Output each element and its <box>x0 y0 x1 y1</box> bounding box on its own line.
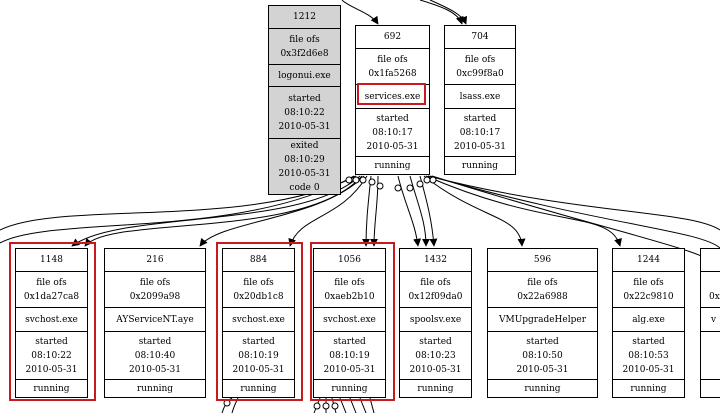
edge-692-to-596 <box>423 175 526 247</box>
edge-692-right-out-a <box>427 175 720 231</box>
edge-692-to-1056-a <box>362 175 372 247</box>
edge-tail-circle <box>416 180 424 188</box>
edge-tail-circle <box>394 184 402 192</box>
image-name-cell: lsass.exe <box>445 84 515 108</box>
image-name-cell: svchost.exe <box>314 307 385 331</box>
edge-1056-down-f <box>359 397 367 413</box>
edge-tail-circle <box>376 182 384 190</box>
edge-into-692 <box>341 0 379 25</box>
edge-692-to-1432-a <box>397 175 422 247</box>
status-cell: running <box>314 379 385 397</box>
edge-tail-circle <box>331 402 339 410</box>
edge-692-to-1244 <box>425 175 622 247</box>
edge-tail-circle <box>423 176 431 184</box>
started-cell <box>701 331 720 379</box>
status-cell: running <box>400 379 471 397</box>
edge-into-704-a <box>419 0 464 25</box>
status-cell: running <box>613 379 684 397</box>
status-cell <box>701 379 720 397</box>
pid-cell: 704 <box>471 32 489 42</box>
pid-cell: 596 <box>533 255 552 265</box>
image-name-cell: svchost.exe <box>16 307 87 331</box>
process-node-partial-right[interactable]: 0x v <box>700 248 720 398</box>
pid-cell: 1056 <box>338 255 361 265</box>
status-cell: running <box>356 156 429 174</box>
status-cell: running <box>105 379 205 397</box>
pid-cell: 692 <box>383 32 402 42</box>
file-ofs-cell: 0x <box>701 271 720 307</box>
edge-1056-down-d <box>339 397 347 413</box>
edge-1056-down-e <box>349 397 357 413</box>
pid-cell: 1432 <box>424 255 447 265</box>
edge-tail-circle <box>345 176 353 184</box>
edge-into-704-b <box>429 0 468 25</box>
pid-cell: 884 <box>249 255 268 265</box>
edge-tail-circle <box>313 402 321 410</box>
image-name-cell: VMUpgradeHelper <box>488 307 597 331</box>
edge-1056-down-g <box>369 397 375 413</box>
status-cell: running <box>445 156 515 174</box>
pid-cell: 216 <box>146 255 164 265</box>
edge-692-to-216 <box>199 175 365 247</box>
edge-tail-circle <box>359 176 367 184</box>
edge-tail-circle <box>322 402 330 410</box>
edge-tail-circle <box>352 176 360 184</box>
edge-884-down-b <box>231 397 239 413</box>
image-name-cell: alg.exe <box>613 307 684 331</box>
pid-cell: 1212 <box>293 12 316 22</box>
image-name-cell: AYServiceNT.aye <box>105 307 205 331</box>
image-name-cell: services.exe <box>356 84 429 108</box>
edge-692-to-1432-b <box>409 175 430 247</box>
pid-cell: 1244 <box>637 255 660 265</box>
edge-tail-circle <box>406 184 414 192</box>
status-cell: running <box>488 379 597 397</box>
image-name-cell: svchost.exe <box>223 307 294 331</box>
pid-cell: 1148 <box>40 255 63 265</box>
pid-cell <box>701 249 720 271</box>
image-name-cell: logonui.exe <box>269 64 340 86</box>
image-name-cell: v <box>701 307 720 331</box>
image-name-cell: spoolsv.exe <box>400 307 471 331</box>
edge-692-left-out-b <box>0 175 355 244</box>
edge-tail-circle <box>368 178 376 186</box>
status-cell: running <box>16 379 87 397</box>
edge-692-to-884 <box>288 175 368 247</box>
edge-692-right-out-b <box>429 175 720 249</box>
status-cell: running <box>223 379 294 397</box>
edge-tail-circle <box>429 176 437 184</box>
edge-tail-circle <box>223 399 231 407</box>
